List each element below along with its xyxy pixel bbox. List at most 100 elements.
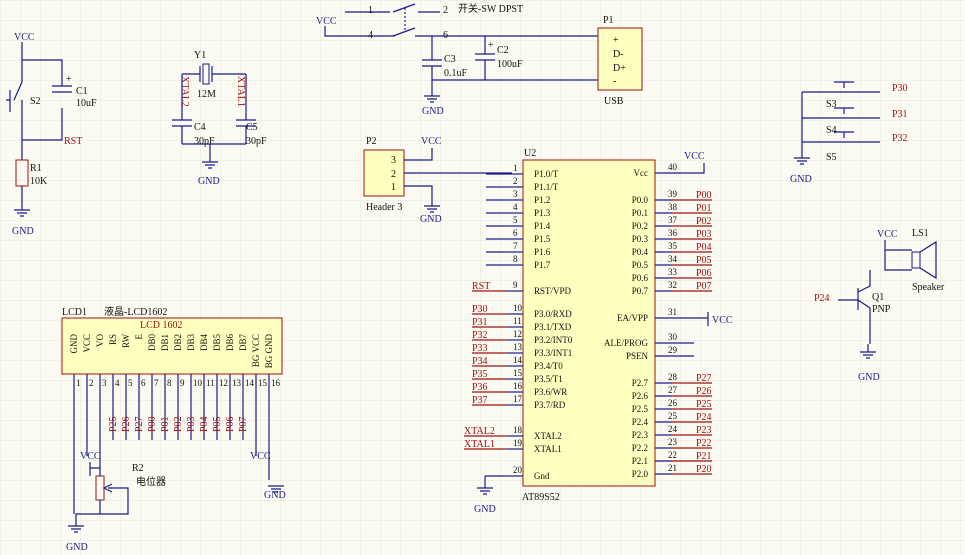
vcc-label-mcu: VCC bbox=[684, 151, 705, 162]
lcd-pin-num-6: 6 bbox=[141, 378, 146, 388]
mcu-net-p22: P22 bbox=[696, 438, 712, 449]
mcu-pin-name-8: P1.7 bbox=[534, 260, 551, 270]
y1-ref: Y1 bbox=[194, 50, 206, 61]
mcu-pin-num-39: 39 bbox=[668, 189, 678, 199]
vcc-label-lcd: VCC bbox=[80, 451, 101, 462]
mcu-pin-name-19: XTAL1 bbox=[534, 444, 562, 454]
lcd-pin-num-11: 11 bbox=[206, 378, 215, 388]
mcu-pin-name-40: Vcc bbox=[634, 168, 649, 178]
p2-pin-2: 2 bbox=[391, 169, 396, 180]
power-switch: VCC 1 2 4 6 开关-SW DPST bbox=[316, 2, 598, 41]
mcu-pin-num-31: 31 bbox=[668, 307, 677, 317]
mcu-pin-num-24: 24 bbox=[668, 424, 678, 434]
lcd-pin-name-9: DB2 bbox=[173, 334, 183, 351]
lcd-label: LCD 1602 bbox=[140, 320, 183, 331]
lcd-pins: GND1VCC2VO3RS4P25RW5P26E6P27DB07P00DB18P… bbox=[69, 334, 281, 514]
lcd-pin-name-11: DB4 bbox=[199, 334, 209, 352]
lcd-pin-num-2: 2 bbox=[89, 378, 94, 388]
c5-value: 30pF bbox=[246, 136, 267, 147]
switch-pin-4: 4 bbox=[368, 30, 373, 41]
mcu-pin-num-12: 12 bbox=[513, 329, 522, 339]
s5-ref: S5 bbox=[826, 152, 837, 163]
mcu-pin-num-37: 37 bbox=[668, 215, 678, 225]
mcu-u2: U2 1P1.0/T2P1.1/T3P1.24P1.35P1.46P1.57P1… bbox=[464, 148, 733, 515]
lcd-net-p04: P04 bbox=[199, 416, 210, 432]
mcu-pin-num-28: 28 bbox=[668, 372, 678, 382]
mcu-net-p07: P07 bbox=[696, 281, 712, 292]
mcu-pin-name-26: P2.5 bbox=[632, 404, 649, 414]
mcu-net-p27: P27 bbox=[696, 373, 712, 384]
mcu-pin-name-2: P1.1/T bbox=[534, 182, 559, 192]
gnd-label-c3: GND bbox=[422, 106, 444, 117]
mcu-net-p25: P25 bbox=[696, 399, 712, 410]
mcu-pin-num-7: 7 bbox=[513, 241, 518, 251]
mcu-pin-name-27: P2.6 bbox=[632, 391, 649, 401]
gnd-label-reset: GND bbox=[12, 226, 34, 237]
mcu-pin-num-21: 21 bbox=[668, 463, 677, 473]
mcu-pin-num-23: 23 bbox=[668, 437, 678, 447]
r1-value: 10K bbox=[30, 176, 48, 187]
mcu-net-p37: P37 bbox=[472, 395, 488, 406]
mcu-pin-num-29: 29 bbox=[668, 345, 678, 355]
mcu-pin-num-4: 4 bbox=[513, 202, 518, 212]
mcu-pin-num-20: 20 bbox=[513, 465, 523, 475]
mcu-pin-num-25: 25 bbox=[668, 411, 678, 421]
mcu-pin-name-34: P0.5 bbox=[632, 260, 649, 270]
mcu-net-p26: P26 bbox=[696, 386, 712, 397]
lcd-pin-name-16: BG GND bbox=[264, 334, 274, 369]
lcd-pin-num-13: 13 bbox=[232, 378, 242, 388]
mcu-pin-name-4: P1.3 bbox=[534, 208, 551, 218]
c4-value: 30pF bbox=[194, 136, 215, 147]
pot-name: 电位器 bbox=[136, 475, 166, 488]
lcd-pin-num-3: 3 bbox=[102, 378, 107, 388]
c2-ref: C2 bbox=[497, 45, 509, 56]
mcu-pin-num-13: 13 bbox=[513, 342, 523, 352]
mcu-pin-name-33: P0.6 bbox=[632, 273, 649, 283]
usb-name: USB bbox=[604, 96, 624, 107]
mcu-net-p04: P04 bbox=[696, 242, 712, 253]
lcd-pin-num-10: 10 bbox=[193, 378, 203, 388]
mcu-pin-num-11: 11 bbox=[513, 316, 522, 326]
p2-pin-3: 3 bbox=[391, 155, 396, 166]
vcc-label-ea: VCC bbox=[712, 315, 733, 326]
potentiometer-r2: R2 电位器 bbox=[75, 462, 166, 526]
mcu-pin-name-10: P3.0/RXD bbox=[534, 309, 572, 319]
lcd-net-p00: P00 bbox=[147, 416, 158, 432]
mcu-pin-num-10: 10 bbox=[513, 303, 523, 313]
reset-circuit: VCC S2 + C1 10uF RST R1 10K GND bbox=[6, 32, 97, 237]
mcu-left-pins: 1P1.0/T2P1.1/T3P1.24P1.35P1.46P1.57P1.68… bbox=[464, 163, 573, 481]
ls1-ref: LS1 bbox=[912, 228, 929, 239]
lcd-pin-name-8: DB1 bbox=[160, 334, 170, 351]
vcc-label-speaker: VCC bbox=[877, 229, 898, 240]
gnd-label-mcu: GND bbox=[474, 504, 496, 515]
lcd-pin-num-9: 9 bbox=[180, 378, 185, 388]
mcu-pin-num-27: 27 bbox=[668, 385, 678, 395]
mcu-pin-num-30: 30 bbox=[668, 332, 678, 342]
mcu-pin-num-16: 16 bbox=[513, 381, 523, 391]
mcu-pin-name-39: P0.0 bbox=[632, 195, 649, 205]
mcu-pin-name-3: P1.2 bbox=[534, 195, 550, 205]
mcu-pin-name-12: P3.2/INT0 bbox=[534, 335, 573, 345]
mcu-pin-num-14: 14 bbox=[513, 355, 523, 365]
lcd-pin-name-3: VO bbox=[95, 334, 105, 347]
mcu-pin-name-29: PSEN bbox=[626, 351, 649, 361]
pot-ref: R2 bbox=[132, 463, 144, 474]
lcd-net-p03: P03 bbox=[186, 416, 197, 432]
lcd-pin-num-8: 8 bbox=[167, 378, 172, 388]
switch-pin-2: 2 bbox=[443, 5, 448, 16]
lcd-pin-num-4: 4 bbox=[115, 378, 120, 388]
mcu-pin-name-37: P0.2 bbox=[632, 221, 648, 231]
gnd-label-crystal: GND bbox=[198, 176, 220, 187]
mcu-pin-num-8: 8 bbox=[513, 254, 518, 264]
lcd-pin-name-2: VCC bbox=[82, 334, 92, 353]
mcu-net-p02: P02 bbox=[696, 216, 712, 227]
mcu-pin-num-26: 26 bbox=[668, 398, 678, 408]
lcd-pin-name-5: RW bbox=[121, 334, 131, 349]
gnd-label-p2: GND bbox=[420, 214, 442, 225]
btn-net-p32: P32 bbox=[892, 133, 908, 144]
c1-plus: + bbox=[66, 74, 72, 85]
lcd-net-p05: P05 bbox=[212, 416, 223, 432]
gnd-label-bg: GND bbox=[264, 490, 286, 501]
c3-c2-group: C3 0.1uF + C2 100uF GND bbox=[422, 36, 598, 117]
